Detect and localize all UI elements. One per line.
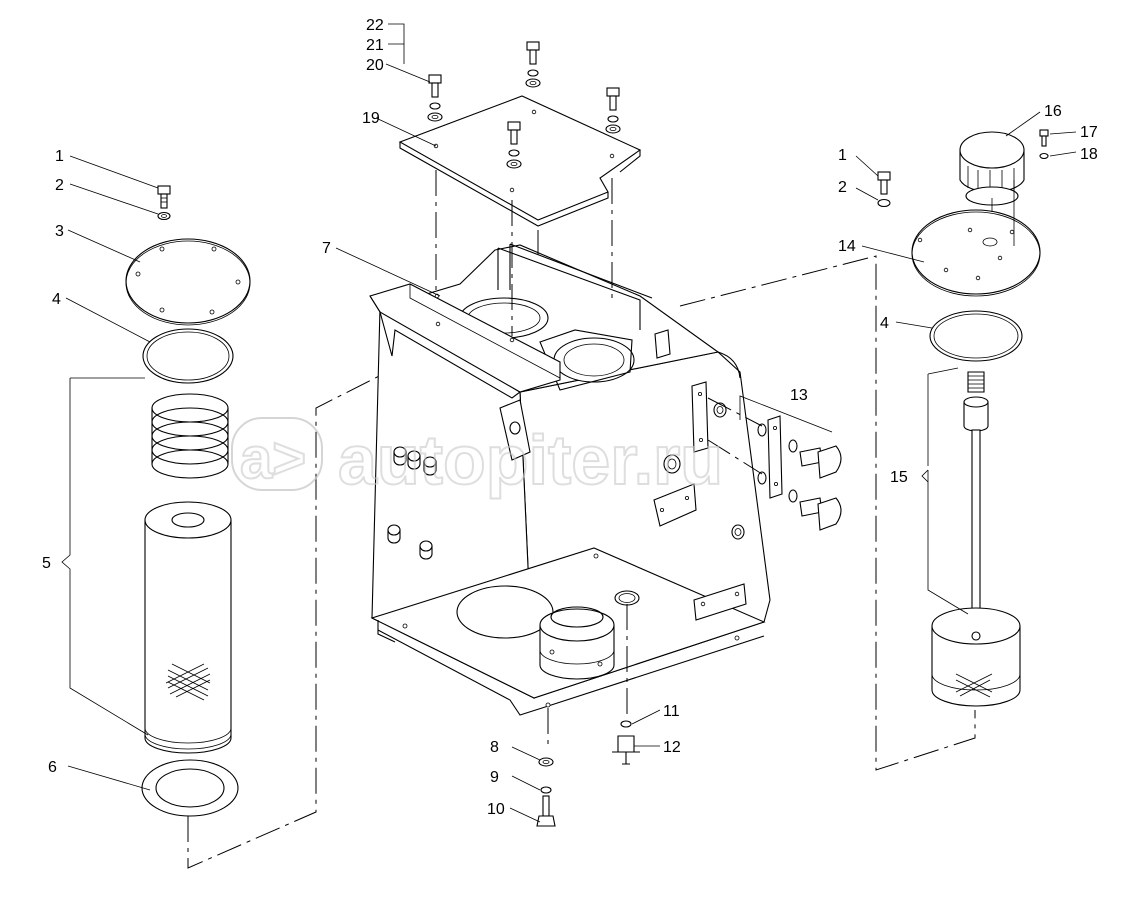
watermark: a> autopiter.ru: [231, 417, 724, 500]
leader-lines: [65, 23, 1077, 823]
gasket-part-6: [141, 759, 239, 817]
callout-16: 16: [1044, 103, 1062, 120]
bolt-part-1-left: [157, 185, 171, 209]
callout-7: 7: [322, 240, 331, 257]
washer-part-18: [1039, 152, 1049, 160]
callout-2-right: 2: [838, 179, 847, 196]
callout-15: 15: [890, 469, 908, 486]
callout-1-left: 1: [55, 148, 64, 165]
screw-part-17: [1039, 129, 1049, 147]
callout-3: 3: [55, 223, 64, 240]
callout-1-right: 1: [838, 147, 847, 164]
callout-19: 19: [362, 110, 380, 127]
callout-14: 14: [838, 238, 856, 255]
callout-9: 9: [490, 769, 499, 786]
cover-plate-part-3: [125, 238, 251, 326]
callout-5: 5: [42, 555, 51, 572]
washer-part-2-right: [877, 198, 891, 208]
callout-6: 6: [48, 759, 57, 776]
top-plate-part-14: [911, 209, 1041, 297]
spring-part-5: [151, 393, 229, 479]
callout-8: 8: [490, 739, 499, 756]
washer-part-2-left: [157, 211, 171, 221]
callout-17: 17: [1080, 124, 1098, 141]
callout-4-right: 4: [880, 315, 889, 332]
bolt-part-1-right: [877, 171, 891, 195]
top-bolts-parts-20-21-22: [427, 41, 621, 169]
callout-20: 20: [366, 57, 384, 74]
callout-2-left: 2: [55, 177, 64, 194]
drain-valve-parts-11-12: [612, 720, 640, 765]
callout-12: 12: [663, 739, 681, 756]
breather-cap-part-16: [959, 131, 1025, 206]
bottom-bolt-parts-8-9-10: [536, 757, 556, 827]
callout-13: 13: [790, 387, 808, 404]
callout-18: 18: [1080, 146, 1098, 163]
o-ring-part-4-left: [142, 328, 234, 384]
callout-22: 22: [366, 17, 384, 34]
o-ring-part-4-right: [929, 310, 1023, 362]
callout-labels: 1 2 3 4 5 6 7 8 9 10 11 12 13 14 15 16 1…: [42, 17, 1098, 818]
callout-10: 10: [487, 801, 505, 818]
callout-4-left: 4: [52, 291, 61, 308]
callout-21: 21: [366, 37, 384, 54]
tank-body: [369, 243, 783, 716]
watermark-text: autopiter.ru: [338, 421, 723, 499]
side-plugs-part-13: [707, 397, 842, 531]
watermark-logo: a>: [240, 426, 306, 491]
suction-strainer-part-15: [931, 371, 1021, 707]
filter-cartridge-part-5: [144, 501, 232, 754]
callout-11: 11: [663, 703, 680, 720]
top-cover-part-19: [398, 95, 642, 227]
